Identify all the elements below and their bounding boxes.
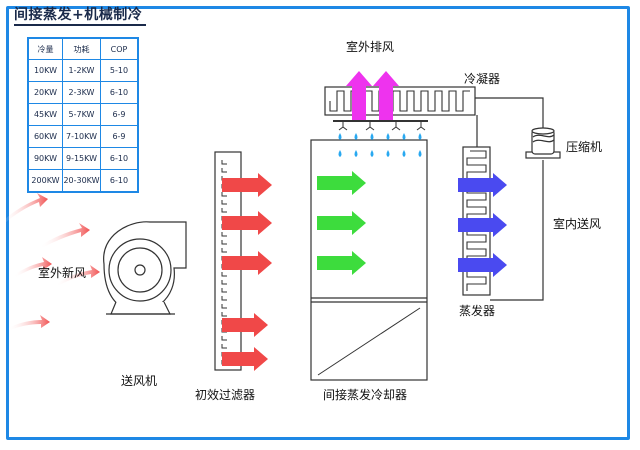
table-cell: 10KW	[27, 59, 63, 82]
table-cell: 2-3KW	[62, 81, 101, 104]
table-row: 90KW 9-15KW 6-10	[27, 147, 139, 170]
table-cell: 20-30KW	[62, 169, 101, 193]
spec-header-power: 功耗	[62, 37, 101, 60]
label-compressor: 压缩机	[566, 140, 603, 154]
spec-header-cop: COP	[100, 37, 139, 60]
spec-header-capacity: 冷量	[27, 37, 63, 60]
table-cell: 20KW	[27, 81, 63, 104]
label-supply-fan: 送风机	[121, 374, 158, 388]
label-primary-filter: 初效过滤器	[195, 388, 256, 402]
label-indoor-supply: 室内送风	[553, 217, 602, 231]
table-cell: 6-10	[100, 147, 139, 170]
table-cell: 60KW	[27, 125, 63, 148]
table-cell: 6-10	[100, 169, 139, 193]
spec-table-header-row: 冷量 功耗 COP	[27, 37, 139, 60]
table-row: 60KW 7-10KW 6-9	[27, 125, 139, 148]
table-row: 10KW 1-2KW 5-10	[27, 59, 139, 82]
table-row: 45KW 5-7KW 6-9	[27, 103, 139, 126]
label-evaporator: 蒸发器	[459, 304, 496, 318]
table-cell: 7-10KW	[62, 125, 101, 148]
table-cell: 6-9	[100, 103, 139, 126]
table-cell: 5-7KW	[62, 103, 101, 126]
table-cell: 6-9	[100, 125, 139, 148]
label-outdoor-fresh-air: 室外新风	[38, 266, 87, 280]
title-underline	[14, 24, 146, 26]
diagram-title: 间接蒸发+机械制冷	[14, 7, 143, 23]
table-cell: 5-10	[100, 59, 139, 82]
table-row: 20KW 2-3KW 6-10	[27, 81, 139, 104]
table-cell: 9-15KW	[62, 147, 101, 170]
label-indirect-evaporative-cooler: 间接蒸发冷却器	[323, 388, 408, 402]
table-cell: 90KW	[27, 147, 63, 170]
label-condenser: 冷凝器	[464, 72, 501, 86]
table-cell: 6-10	[100, 81, 139, 104]
label-outdoor-exhaust: 室外排风	[346, 40, 395, 54]
spec-table: 冷量 功耗 COP 10KW 1-2KW 5-10 20KW 2-3KW 6-1…	[27, 37, 139, 193]
table-cell: 45KW	[27, 103, 63, 126]
table-cell: 200KW	[27, 169, 63, 193]
table-row: 200KW 20-30KW 6-10	[27, 169, 139, 193]
table-cell: 1-2KW	[62, 59, 101, 82]
